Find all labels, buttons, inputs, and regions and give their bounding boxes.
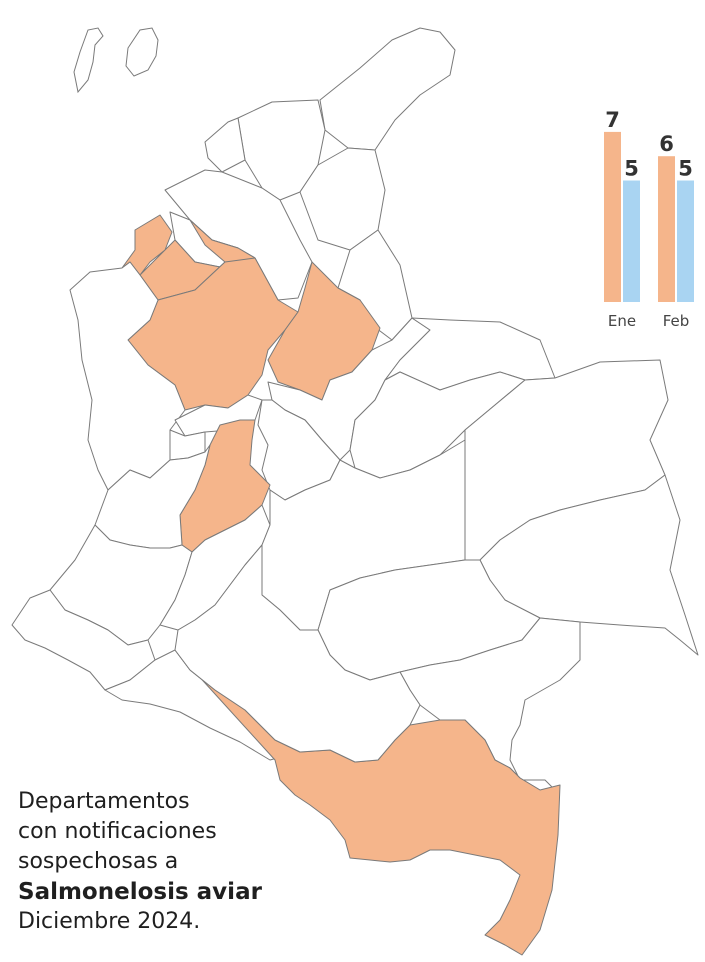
dept-la-guajira [319, 27, 456, 151]
bar-label-feb-series-1: 6 [659, 132, 674, 156]
bar-label-ene-series-2: 5 [624, 157, 639, 181]
island-san-andres [73, 27, 104, 94]
bar-label-ene-series-1: 7 [605, 108, 620, 132]
bar-ene-series-1 [604, 131, 621, 302]
caption-line-1: Departamentos [18, 789, 190, 814]
dept-narino [11, 589, 156, 691]
bar-ene-series-2 [623, 180, 640, 302]
island-providencia [125, 27, 159, 77]
category-label-feb: Feb [663, 312, 690, 330]
caption-line-3: sospechosas a [18, 849, 179, 874]
bar-feb-series-2 [677, 180, 694, 302]
dept-amazonas-north [174, 544, 421, 763]
caption-date: Diciembre 2024. [18, 909, 201, 934]
caption-title-disease: Salmonelosis aviar [18, 879, 262, 905]
dept-atlantico [204, 117, 246, 173]
caption: Departamentos con notificaciones sospech… [18, 787, 262, 937]
bar-label-feb-series-2: 5 [678, 157, 693, 181]
dept-casanare [349, 371, 526, 479]
caption-line-2: con notificaciones [18, 819, 217, 844]
bar-feb-series-1 [658, 156, 675, 302]
category-label-ene: Ene [608, 312, 636, 330]
